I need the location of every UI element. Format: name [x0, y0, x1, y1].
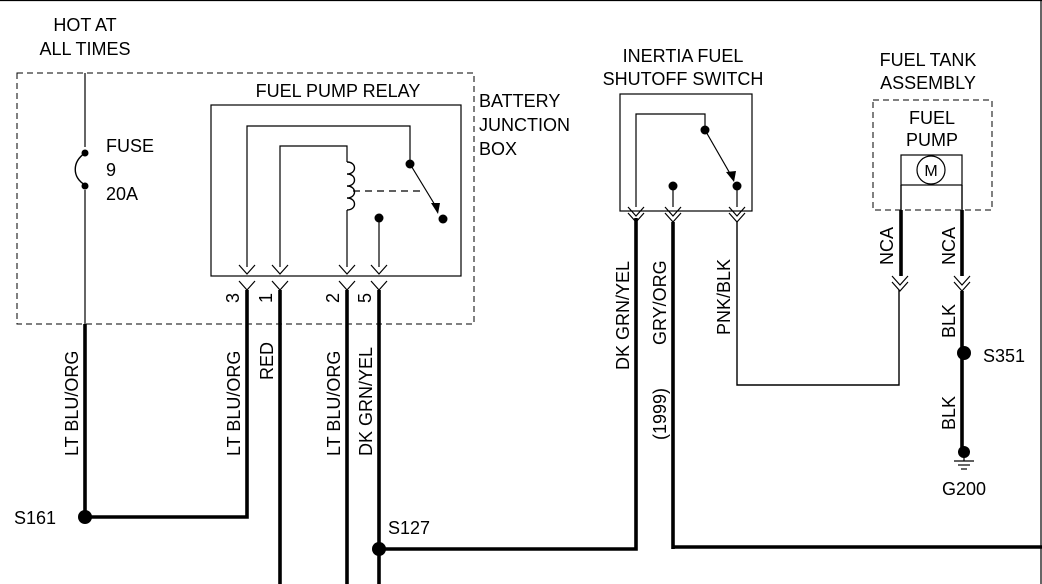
wire-s161-to-relay-pin3	[85, 290, 249, 519]
relay-pin-2: 2	[323, 293, 343, 303]
relay-switch-arm	[409, 163, 439, 211]
relay-connectors	[238, 264, 388, 291]
fuel-tank-title-line1: FUEL TANK	[880, 50, 977, 70]
wire-label-red: RED	[257, 342, 277, 380]
relay-pin-1: 1	[256, 293, 276, 303]
relay-pin-5: 5	[355, 293, 375, 303]
wire-label-nca-2: NCA	[939, 227, 959, 265]
relay-contact	[438, 214, 448, 224]
fuel-tank-assembly-outline	[872, 99, 993, 211]
inertia-connectors	[627, 206, 746, 223]
wire-label-nca-1: NCA	[877, 227, 897, 265]
relay-coil-feed	[279, 145, 348, 267]
inertia-switch-feed	[635, 113, 706, 207]
fuel-pump-relay-box	[210, 104, 462, 277]
fuse-rating: 20A	[106, 184, 138, 204]
wire-label-gry-org: GRY/ORG	[650, 260, 670, 345]
wire-label-dk-grn-yel-2: DK GRN/YEL	[613, 261, 633, 370]
inertia-title-line1: INERTIA FUEL	[623, 46, 744, 66]
splice-s127-label: S127	[388, 518, 430, 538]
fuel-pump-title-line1: FUEL	[909, 108, 955, 128]
relay-arrow	[431, 203, 440, 214]
hot-at-line2: ALL TIMES	[39, 39, 130, 59]
wire-label-lt-blu-org-2: LT BLU/ORG	[224, 351, 244, 456]
wire-label-1999: (1999)	[650, 388, 670, 440]
motor-symbol: M	[924, 163, 937, 180]
relay-title: FUEL PUMP RELAY	[256, 81, 421, 101]
inertia-switch-box	[619, 93, 753, 212]
inertia-title-line2: SHUTOFF SWITCH	[603, 69, 764, 89]
inertia-switch-arm	[704, 129, 733, 178]
splice-s351-label: S351	[983, 346, 1025, 366]
relay-pin-3: 3	[223, 293, 243, 303]
battery-junction-box-outline	[16, 72, 475, 325]
splice-s351	[957, 346, 971, 360]
fuel-tank-title-line2: ASSEMBLY	[880, 73, 976, 93]
wire-s127-to-inertia	[379, 218, 638, 551]
fuel-pump-connectors	[891, 275, 971, 292]
bjb-label-line1: BATTERY	[479, 91, 560, 111]
ground-label: G200	[942, 479, 986, 499]
wire-pnk-blk	[736, 222, 900, 386]
relay-coil	[346, 161, 356, 211]
fuse-9	[74, 73, 89, 324]
fuse-number: 9	[106, 160, 116, 180]
wire-label-dk-grn-yel-1: DK GRN/YEL	[356, 347, 376, 456]
relay-switch-feed	[246, 125, 411, 267]
wire-label-blk-2: BLK	[939, 396, 959, 430]
wire-label-lt-blu-org-1: LT BLU/ORG	[62, 351, 82, 456]
splice-s161-label: S161	[14, 508, 56, 528]
fuel-pump-title-line2: PUMP	[906, 130, 958, 150]
hot-at-line1: HOT AT	[53, 15, 116, 35]
bjb-label-line2: JUNCTION	[479, 115, 570, 135]
fuse-label: FUSE	[106, 136, 154, 156]
wire-label-lt-blu-org-3: LT BLU/ORG	[324, 351, 344, 456]
bjb-label-line3: BOX	[479, 139, 517, 159]
wire-label-blk-1: BLK	[939, 304, 959, 338]
inertia-arrow	[726, 171, 736, 182]
fuel-pump-motor	[900, 154, 963, 210]
wire-label-pnk-blk: PNK/BLK	[714, 259, 734, 335]
ground-symbol	[954, 446, 974, 470]
